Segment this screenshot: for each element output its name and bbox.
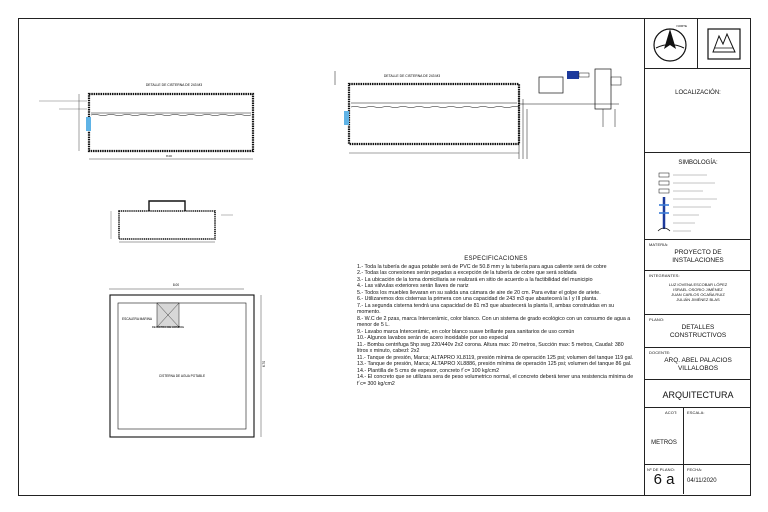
note-item: 4.- Las válvulas exteriores serán llaves…: [357, 283, 469, 289]
note-item: 5.- Todos los muebles llevaran en su sal…: [357, 289, 601, 296]
subject-label: MATERIA:: [649, 242, 669, 247]
date-value: 04/11/2020: [687, 478, 717, 484]
note-item: 6.- Utilizaremos dos cisternas la primer…: [357, 296, 598, 302]
units-divider: [683, 408, 684, 465]
note-item: 10.- Algunos lavabos serán de acero inox…: [357, 335, 509, 341]
location-label: LOCALIZACIÓN:: [675, 90, 721, 96]
subject-row: MATERIA: PROYECTO DE INSTALACIONES: [645, 240, 751, 271]
note-item: 2.- Todas las conexiones serán pegadas a…: [357, 270, 577, 276]
plan-row: PLANO: DETALLES CONSTRUCTIVOS: [645, 315, 751, 348]
note-item: 11.- Tanque de presión, Marca; ALTAPRO X…: [357, 354, 634, 361]
member-name: JUAN CARLOS OCAÑA RUIZ: [671, 292, 725, 297]
career-title: ARQUITECTURA: [662, 390, 734, 400]
note-item: 9.- Lavabo marca Intercerámic, en color …: [357, 328, 575, 335]
member-name: ISRAEL OSORIO JIMÉNEZ: [673, 287, 723, 292]
north-arrow-icon: NORTE: [653, 24, 687, 62]
symbology-legend: [657, 172, 717, 232]
north-label: NORTE: [677, 24, 687, 28]
plan-value: DETALLES CONSTRUCTIVOS: [669, 324, 727, 339]
units-value: METROS: [651, 440, 677, 446]
note-item: 3.- La ubicación de la toma domiciliaria…: [357, 276, 593, 283]
specifications-title: ESPECIFICACIONES: [464, 256, 528, 262]
subject-value: PROYECTO DE INSTALACIONES: [672, 249, 724, 264]
sheet-border: [18, 18, 751, 496]
location-row: LOCALIZACIÓN:: [645, 69, 751, 153]
career-row: ARQUITECTURA: [645, 380, 751, 408]
units-label: ACOT:: [665, 410, 678, 415]
plan-width-dimension: 8.00: [173, 283, 179, 287]
university-logo-icon: [707, 28, 741, 60]
plan-stair-label: ESCALERA MARINA: [122, 317, 153, 321]
title-block: NORTE LOCALIZACIÓN: SIMBOLOGÍA:: [644, 19, 751, 495]
teacher-row: DOCENTE: ARQ. ABEL PALACIOS VILLALOBOS: [645, 348, 751, 380]
logos-row: NORTE: [645, 19, 751, 69]
cistern-section-left-title: DETALLE DE CISTERNA DE 243 M3: [146, 83, 202, 87]
note-item: 14.- El concreto que se utilizara sera d…: [357, 374, 634, 387]
drawing-area: DETALLE DE CISTERNA DE 243 M3 8.00 DETAL…: [39, 68, 622, 438]
date-label: FECHA:: [687, 467, 703, 472]
symbology-label: SIMBOLOGÍA:: [678, 160, 718, 166]
member-name: JULIÁN JIMÉNEZ BLAS: [676, 297, 720, 302]
plan-height-dimension: 6.70: [262, 361, 266, 367]
member-name: LUZ IOVENA ESCOBAR LÓPEZ: [668, 282, 728, 287]
sheet-number-divider: [683, 465, 684, 494]
teacher-value: ARQ. ABEL PALACIOS VILLALOBOS: [664, 357, 732, 372]
sheet-number-label: Nº DE PLANO:: [647, 467, 676, 472]
cistern-section-left-dimension: 8.00: [166, 154, 172, 158]
scale-label: ESCALA:: [687, 410, 705, 415]
cistern-section-right: DETALLE DE CISTERNA DE 243 M3: [334, 68, 622, 159]
specifications-notes: ESPECIFICACIONES 1.- Toda la tubería de …: [357, 256, 635, 387]
plan-register-label: REGISTRO DE HOMBRE: [152, 325, 184, 329]
plan-tank-label: CISTERNA DE AGUA POTABLE: [159, 374, 205, 378]
units-scale-row: ACOT: METROS ESCALA:: [645, 408, 751, 465]
cistern-plan: 8.00 6.70 ESCALERA MARINA REGISTRO DE HO…: [109, 283, 266, 438]
note-item: 8.- W.C de 2 pzas, marca Intercerámic, c…: [357, 315, 631, 329]
sheet-number-value: 6 a: [653, 471, 675, 488]
note-item: 11.- Bomba centrifuga 5hp swg 220/440v 2…: [357, 341, 624, 355]
note-item: 7.- La segunda cisterna tendrá una capac…: [357, 302, 615, 316]
teacher-label: DOCENTE:: [649, 350, 671, 355]
plan-label: PLANO:: [649, 317, 665, 322]
cistern-section-left: DETALLE DE CISTERNA DE 243 M3 8.00: [39, 83, 255, 160]
sheet-number-row: Nº DE PLANO: 6 a FECHA: 04/11/2020: [645, 465, 751, 494]
cistern-section-right-title: DETALLE DE CISTERNA DE 243 M3: [384, 74, 440, 78]
note-item: 14.- Plantilla de 5 cms de espesor, conc…: [357, 367, 500, 374]
note-item: 1.- Toda la tubería de agua potable será…: [357, 263, 607, 270]
members-label: INTEGRANTES:: [649, 273, 680, 278]
logo-divider: [697, 19, 698, 69]
note-item: 13.- Tanque de presión, Marca; ALTAPRO X…: [357, 361, 632, 367]
members-row: INTEGRANTES: LUZ IOVENA ESCOBAR LÓPEZ IS…: [645, 271, 751, 315]
symbology-row: SIMBOLOGÍA:: [645, 153, 751, 240]
register-detail: [110, 200, 233, 243]
